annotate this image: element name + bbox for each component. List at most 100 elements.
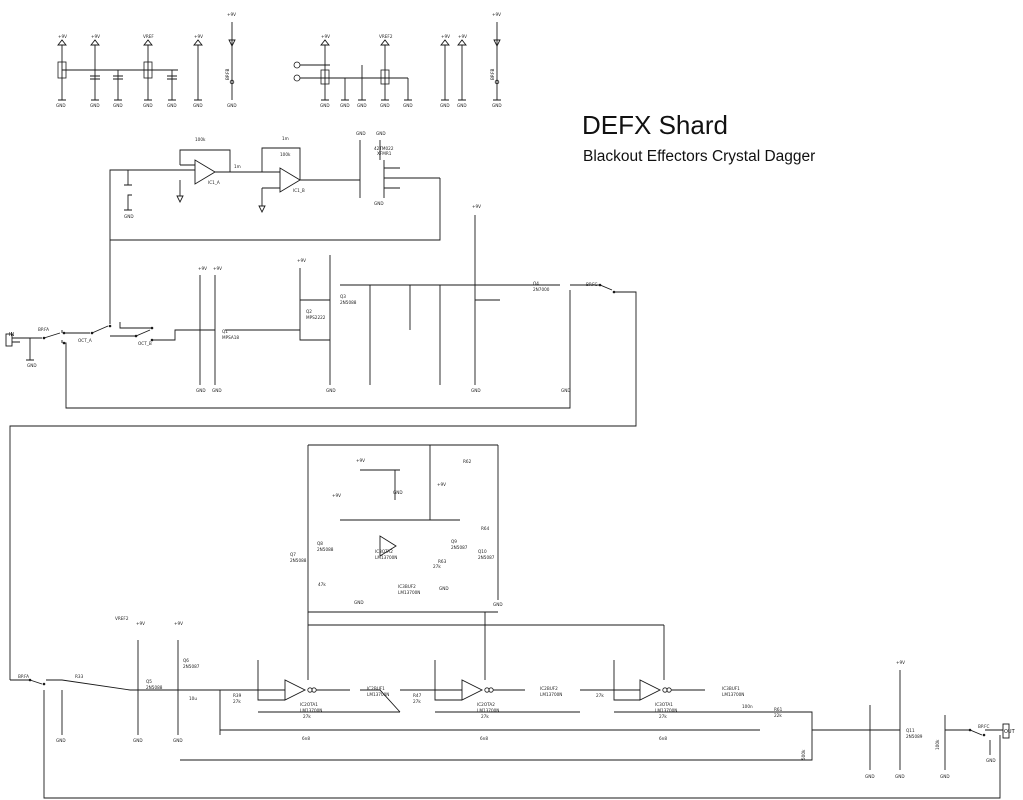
cap-value: 6n8 xyxy=(659,736,667,741)
lm13700n-label: LM13700N xyxy=(722,692,744,697)
gnd-label: GND xyxy=(173,738,183,743)
res-value: 1m xyxy=(282,136,289,141)
xfmr-ref: XFMR1 xyxy=(377,151,392,156)
lm13700n-label: LM13700N xyxy=(655,708,677,713)
filter-section: BP.FA R33 Q5 2N5088 Q6 2N5087 10u IC2OTA… xyxy=(10,612,1016,799)
lm13700n-label: LM13700N xyxy=(367,692,389,697)
lm13700n-label: LM13700N xyxy=(540,692,562,697)
res-value: 27k xyxy=(303,714,311,719)
xfmr-part: 42TM022 xyxy=(374,146,394,151)
v9-label: +9V xyxy=(458,34,467,39)
oct-a-label: OCT_A xyxy=(78,338,92,343)
q4-part: 2N7000 xyxy=(533,287,550,292)
v9-label: +9V xyxy=(437,482,446,487)
gnd-label: GND xyxy=(440,103,450,108)
vref2-label: VREF2 xyxy=(115,616,129,621)
gnd-label: GND xyxy=(940,774,950,779)
lm13700n-label: LM13700N xyxy=(300,708,322,713)
q1-label: Q1 xyxy=(222,329,228,334)
gnd-label: GND xyxy=(143,103,153,108)
opamp-ic1a xyxy=(194,159,216,185)
q5-part: 2N5088 xyxy=(146,685,163,690)
gnd-label: GND xyxy=(403,103,413,108)
v9-label: +9V xyxy=(321,34,330,39)
gnd-label: GND xyxy=(27,363,37,368)
ota-ic3ota1 xyxy=(639,679,662,701)
cap-value: 6n8 xyxy=(302,736,310,741)
gnd-label: GND xyxy=(193,103,203,108)
bp-fa-label: BP.FA xyxy=(18,674,29,679)
r61-label: R61 xyxy=(774,707,783,712)
q11-label: Q11 xyxy=(906,728,915,733)
r62-label: R62 xyxy=(463,459,472,464)
gnd-label: GND xyxy=(374,201,384,206)
q2-part: MPS2222 xyxy=(306,315,326,320)
cap-value: 10u xyxy=(189,696,197,701)
gnd-label: GND xyxy=(196,388,206,393)
v9-label: +9V xyxy=(174,621,183,626)
vref-label: VREF xyxy=(143,34,154,39)
ota-section: IC3OTA2 LM13700N IC3BUF2 LM13700N Q8 2N5… xyxy=(290,444,503,613)
q10-part: 2N5087 xyxy=(478,555,495,560)
res-value: 47k xyxy=(318,582,326,587)
q3-part: 2N5088 xyxy=(340,300,357,305)
q7-label: Q7 xyxy=(290,552,296,557)
lm13700n-label: LM13700N xyxy=(375,555,397,560)
pot-value: 100k xyxy=(935,739,940,750)
ic3buf2-label: IC3BUF2 xyxy=(398,584,416,589)
q7-part: 2N5088 xyxy=(290,558,307,563)
input-jack xyxy=(5,333,13,347)
gnd-label: GND xyxy=(340,103,350,108)
q6-label: Q6 xyxy=(183,658,189,663)
gnd-label: GND xyxy=(90,103,100,108)
r64-label: R64 xyxy=(481,526,490,531)
gnd-label: GND xyxy=(492,103,502,108)
q9-part: 2N5087 xyxy=(451,545,468,550)
v9-label: +9V xyxy=(136,621,145,626)
cap-value: 100n xyxy=(742,704,753,709)
res-value: 22k xyxy=(774,713,782,718)
bp-fb-label: BP.FB xyxy=(225,69,230,80)
v9-label: +9V xyxy=(91,34,100,39)
q11-part: 2N5089 xyxy=(906,734,923,739)
gnd-label: GND xyxy=(895,774,905,779)
gnd-label: GND xyxy=(356,131,366,136)
cap-value: 6n8 xyxy=(480,736,488,741)
bp-fb-label: BP.FB xyxy=(490,69,495,80)
res-value: 27k xyxy=(596,693,604,698)
v9-label: +9V xyxy=(472,204,481,209)
gnd-label: GND xyxy=(357,103,367,108)
q8-part: 2N5088 xyxy=(317,547,334,552)
opamp-ic1b xyxy=(279,167,301,193)
q10-label: Q10 xyxy=(478,549,487,554)
gnd-label: GND xyxy=(326,388,336,393)
q5-label: Q5 xyxy=(146,679,152,684)
v9-label: +9V xyxy=(896,660,905,665)
gnd-label: GND xyxy=(227,103,237,108)
ic3ota1-label: IC3OTA1 xyxy=(655,702,673,707)
output-label: OUT xyxy=(1004,729,1016,735)
octave-section: IN GND BP.FA OCT_A OCT_B GND IC1_A 100k … xyxy=(5,131,637,680)
v9-label: +9V xyxy=(492,12,501,17)
q6-part: 2N5087 xyxy=(183,664,200,669)
lm13700n-label: LM13700N xyxy=(477,708,499,713)
gnd-label: GND xyxy=(380,103,390,108)
power-rail-group-2: GND GND GND GND GND GND GND GND +9V VREF… xyxy=(293,12,502,108)
gnd-label: GND xyxy=(320,103,330,108)
oct-b-label: OCT_B xyxy=(138,341,152,346)
gnd-label: GND xyxy=(56,103,66,108)
ic2buf1-label: IC2BUF1 xyxy=(367,686,385,691)
r33-label: R33 xyxy=(75,674,84,679)
v9-label: +9V xyxy=(297,258,306,263)
ota-ic2ota1 xyxy=(284,679,307,701)
ic3ota2-label: IC3OTA2 xyxy=(375,549,393,554)
ic1a-label: IC1_A xyxy=(208,180,220,185)
gnd-label: GND xyxy=(865,774,875,779)
q2-label: Q2 xyxy=(306,309,312,314)
q1-part: MPSA18 xyxy=(222,335,239,340)
schematic-subtitle: Blackout Effectors Crystal Dagger xyxy=(583,148,816,165)
gnd-label: GND xyxy=(439,586,449,591)
ic2ota2-label: IC2OTA2 xyxy=(477,702,495,707)
gnd-label: GND xyxy=(124,214,134,219)
